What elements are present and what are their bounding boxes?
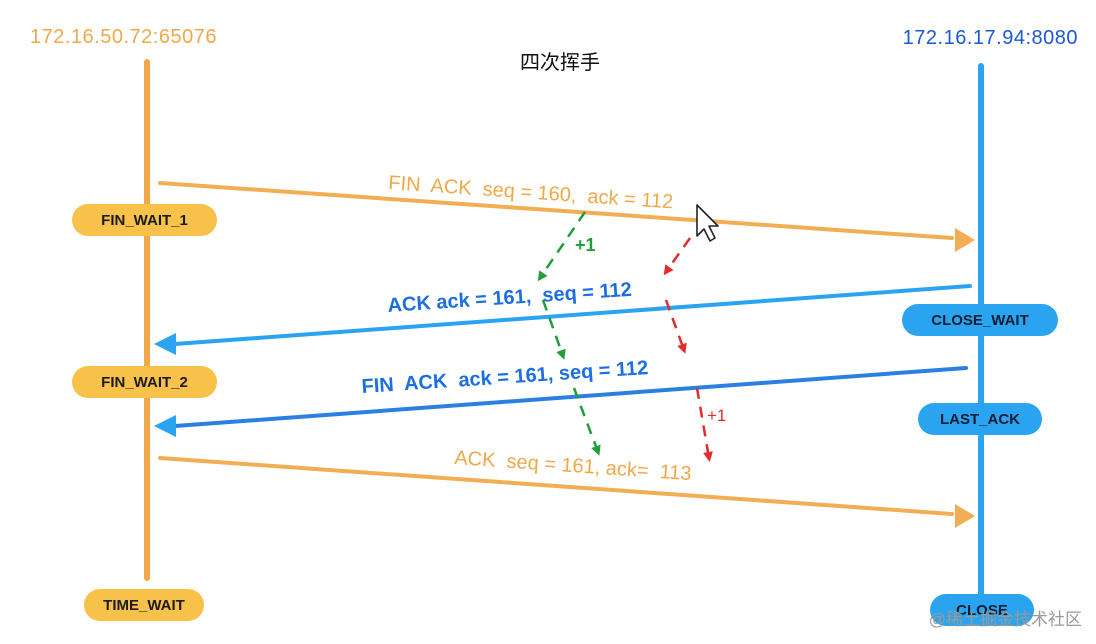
message-2-label: ACK ack = 161, seq = 112 (387, 279, 633, 317)
red-dashed-arrow-1 (663, 237, 692, 276)
client-state-fin-wait-2: FIN_WAIT_2 (72, 366, 217, 398)
green-dashed-arrow-1 (537, 211, 587, 282)
message-4-arrowhead (955, 504, 975, 528)
client-address: 172.16.50.72:65076 (30, 26, 217, 48)
message-3-arrow (173, 366, 968, 428)
watermark: @稀土掘金技术社区 (928, 610, 1082, 629)
message-2-arrow (173, 284, 972, 346)
diagram-title: 四次挥手 (520, 52, 600, 74)
red-increment-label: +1 (707, 406, 726, 425)
server-state-close: CLOSE (930, 594, 1034, 626)
message-3-label: FIN ACK ack = 161, seq = 112 (361, 357, 649, 398)
server-state-last-ack: LAST_ACK (918, 403, 1042, 435)
message-3-arrowhead (154, 415, 176, 437)
server-state-close-wait: CLOSE_WAIT (902, 304, 1058, 336)
client-state-time-wait: TIME_WAIT (84, 589, 204, 621)
green-increment-label: +1 (575, 235, 596, 255)
green-dashed-arrow-2 (541, 299, 566, 360)
client-state-fin-wait-1: FIN_WAIT_1 (72, 204, 217, 236)
mouse-cursor-icon (696, 204, 719, 242)
message-1-arrowhead (955, 228, 975, 252)
server-address: 172.16.17.94:8080 (902, 27, 1078, 49)
red-dashed-arrow-3 (695, 387, 713, 462)
message-1-arrow (158, 181, 954, 240)
message-4-arrow (158, 456, 954, 516)
red-dashed-arrow-2 (664, 299, 687, 354)
message-2-arrowhead (154, 333, 176, 355)
